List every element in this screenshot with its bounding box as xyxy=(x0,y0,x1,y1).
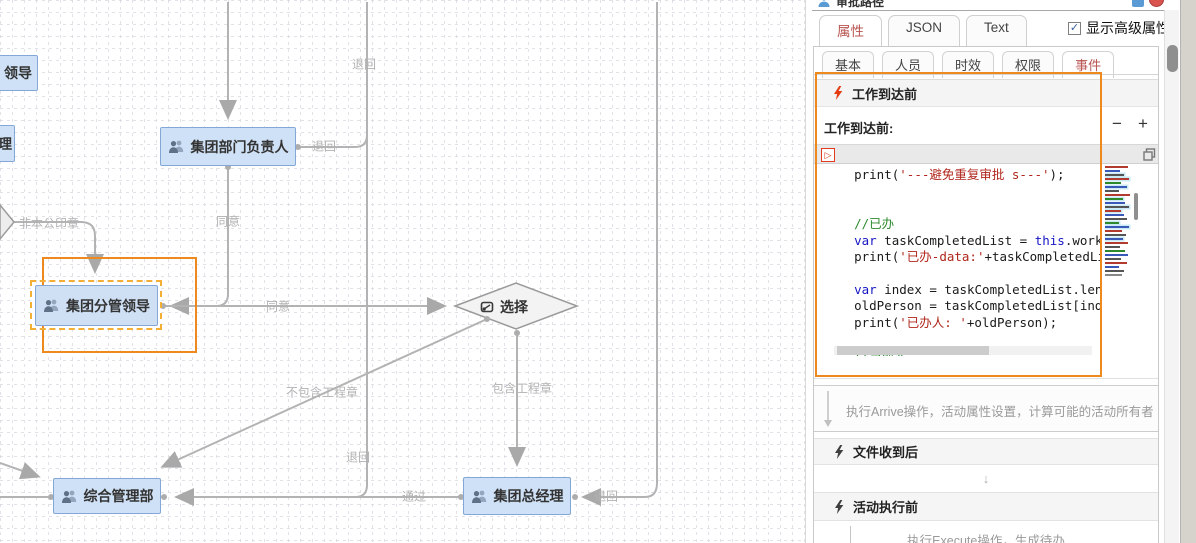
edge-label-no-engineering-seal: 不包含工程章 xyxy=(285,385,359,400)
edge-label-agree: 同意 xyxy=(265,299,291,314)
node-leader-cutoff[interactable]: 领导 xyxy=(0,55,38,91)
restore-window-icon[interactable] xyxy=(1143,148,1156,161)
event-title: 活动执行前 xyxy=(853,500,919,515)
flowchart-canvas[interactable]: 领导 理 集团部门负责人 集团分管领导 综合管理部 xyxy=(0,0,806,543)
scrollbar-thumb[interactable] xyxy=(837,346,989,355)
edge-label-pass: 通过 xyxy=(401,489,427,504)
lightning-icon xyxy=(835,499,844,514)
node-manager-cutoff[interactable]: 理 xyxy=(0,125,15,162)
panel-titlebar: 审批路径 xyxy=(812,0,1180,10)
node-group-general-manager[interactable]: 集团总经理 xyxy=(463,477,571,515)
event-header-before-activity-execute[interactable]: 活动执行前 xyxy=(814,492,1158,521)
lightning-icon xyxy=(835,444,844,459)
tab-text[interactable]: Text xyxy=(966,15,1027,46)
panel-title: 审批路径 xyxy=(836,0,885,9)
collapse-button[interactable]: − xyxy=(1112,114,1122,133)
primary-tabs: 属性 JSON Text xyxy=(819,15,1027,46)
node-label: 集团部门负责人 xyxy=(190,138,289,155)
edge-label-return: 退回 xyxy=(351,57,377,72)
selection-dashed-box xyxy=(30,280,162,330)
divider xyxy=(814,378,1158,379)
divider xyxy=(1100,164,1101,356)
node-label: 理 xyxy=(0,135,12,152)
show-advanced-properties[interactable]: ✓ 显示高级属性 xyxy=(1068,18,1170,38)
divider xyxy=(812,10,1164,11)
divider xyxy=(814,74,1158,75)
choice-icon xyxy=(480,301,494,313)
node-group-branch-leader[interactable]: 集团分管领导 xyxy=(35,285,158,326)
people-icon xyxy=(61,490,76,503)
expand-button[interactable]: + xyxy=(1138,114,1148,133)
event-header-before-work-arrive[interactable]: 工作到达前 xyxy=(814,79,1158,107)
node-gateway-select[interactable]: 选择 xyxy=(480,297,528,317)
person-icon xyxy=(818,0,830,7)
code-content[interactable]: print('---避免重复审批 s---'); //已办 var taskCo… xyxy=(824,167,1100,356)
edge-label-return: 退回 xyxy=(311,139,337,154)
down-arrow-icon: ↓ xyxy=(982,471,990,486)
tab-json[interactable]: JSON xyxy=(888,15,961,46)
tab-properties[interactable]: 属性 xyxy=(819,15,882,46)
people-icon xyxy=(44,299,59,312)
edge-label-return: 退回 xyxy=(345,450,371,465)
flow-arrow-row: ↓ xyxy=(814,465,1158,492)
edge-label-no-company-seal: 非本公印章 xyxy=(18,216,80,231)
node-general-admin-dept[interactable]: 综合管理部 xyxy=(53,478,161,514)
arrive-note-text: 执行Arrive操作，活动属性设置，计算可能的活动所有者 xyxy=(846,405,1154,419)
window-gutter xyxy=(1180,0,1196,543)
execute-action-note-row: 执行Execute操作，生成待办 xyxy=(814,522,1158,543)
node-label: 集团分管领导 xyxy=(66,297,150,314)
editor-label: 工作到达前: xyxy=(824,121,894,136)
down-arrow-icon xyxy=(850,526,851,543)
edge-label-return: 退回 xyxy=(593,489,619,504)
window-icon[interactable] xyxy=(1132,0,1144,7)
horizontal-scrollbar[interactable] xyxy=(834,346,1092,355)
code-minimap[interactable] xyxy=(1105,166,1132,342)
minimap-scrollbar-thumb[interactable] xyxy=(1134,193,1138,220)
down-arrow-icon xyxy=(824,391,832,427)
properties-panel: 审批路径 属性 JSON Text ✓ 显示高级属性 基本 人员 时效 权限 事… xyxy=(812,0,1196,543)
node-label: 集团总经理 xyxy=(493,488,564,504)
scrollbar-thumb[interactable] xyxy=(1167,45,1178,72)
code-editor[interactable]: print('---避免重复审批 s---'); //已办 var taskCo… xyxy=(814,164,1158,356)
node-label: 选择 xyxy=(500,299,528,315)
node-group-dept-head[interactable]: 集团部门负责人 xyxy=(160,127,296,166)
event-header-after-file-received[interactable]: 文件收到后 xyxy=(814,438,1158,465)
people-icon xyxy=(471,490,486,503)
node-label: 综合管理部 xyxy=(83,488,154,504)
edge-layer xyxy=(0,2,658,506)
close-icon[interactable] xyxy=(1149,0,1164,7)
lightning-icon xyxy=(834,86,843,100)
cutoff-gateway-node xyxy=(0,203,15,241)
properties-body: 基本 人员 时效 权限 事件 工作到达前 工作到达前: − + ▷ xyxy=(813,46,1159,543)
canvas-border xyxy=(805,0,806,543)
run-icon[interactable]: ▷ xyxy=(821,148,835,162)
event-editor-row: 工作到达前: − + xyxy=(814,107,1158,144)
checkbox-label: 显示高级属性 xyxy=(1086,20,1170,36)
panel-vertical-scrollbar[interactable] xyxy=(1164,10,1179,543)
execute-note-text: 执行Execute操作，生成待办 xyxy=(907,534,1065,543)
checkbox-checked[interactable]: ✓ xyxy=(1068,21,1081,35)
people-icon xyxy=(168,140,183,153)
edge-label-with-engineering-seal: 包含工程章 xyxy=(491,381,553,396)
node-label: 领导 xyxy=(4,65,32,81)
edge-label-agree: 同意 xyxy=(215,214,241,229)
arrive-action-note-row: 执行Arrive操作，活动属性设置，计算可能的活动所有者 xyxy=(814,385,1158,432)
code-toolbar: ▷ xyxy=(814,144,1158,164)
event-title: 工作到达前 xyxy=(852,86,918,102)
event-title: 文件收到后 xyxy=(853,445,919,460)
